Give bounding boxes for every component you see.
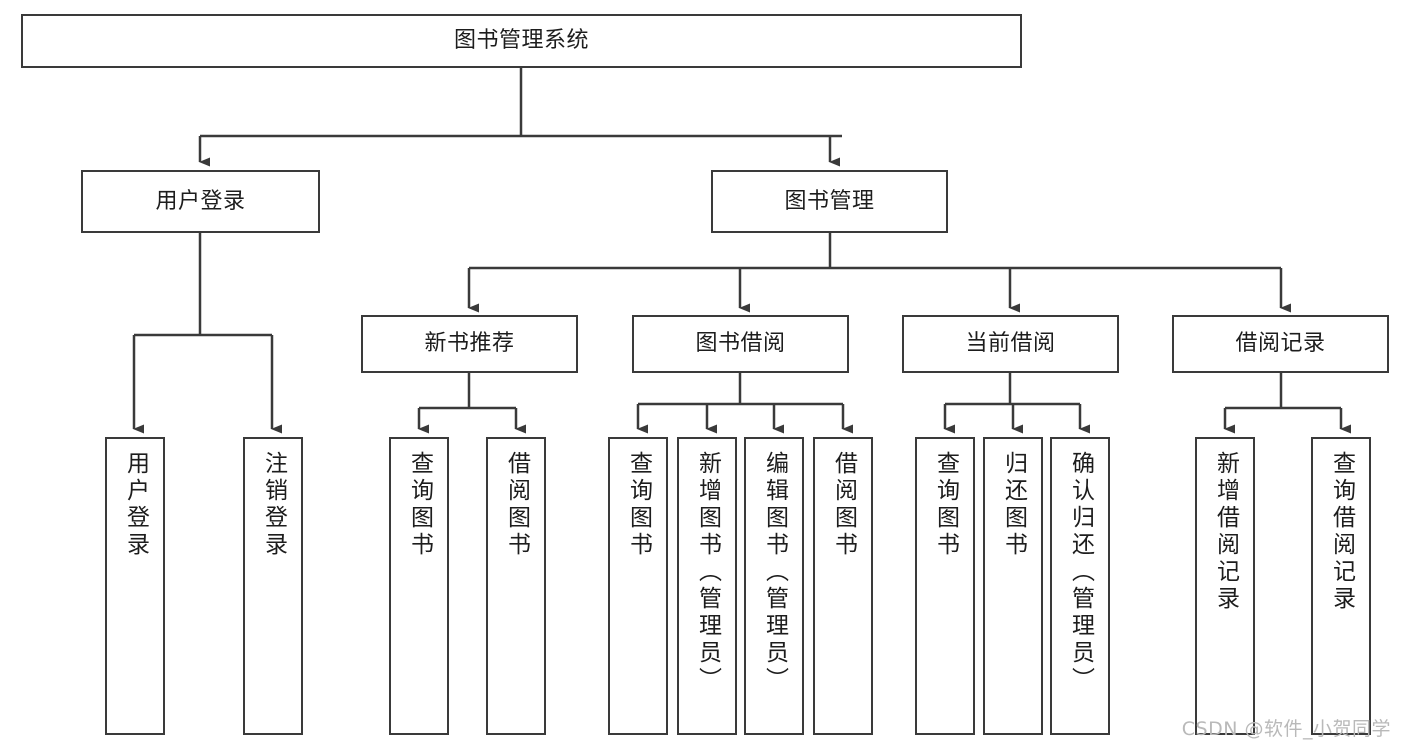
node-leaf-return-book[interactable]: 归还图书 (983, 437, 1043, 735)
node-user-login-label: 用户登录 (155, 188, 246, 214)
node-leaf-borrow-book[interactable]: 借阅图书 (813, 437, 873, 735)
node-user-login[interactable]: 用户登录 (81, 170, 320, 233)
node-leaf-label: 确认归还（管理员） (1067, 451, 1094, 694)
node-leaf-label: 注销登录 (260, 451, 287, 559)
node-leaf-logout[interactable]: 注销登录 (243, 437, 303, 735)
node-leaf-query-book-new[interactable]: 查询图书 (389, 437, 449, 735)
node-leaf-query-book-borrow[interactable]: 查询图书 (608, 437, 668, 735)
node-leaf-label: 查询借阅记录 (1328, 451, 1355, 613)
node-leaf-query-book-current[interactable]: 查询图书 (915, 437, 975, 735)
node-borrow-records[interactable]: 借阅记录 (1172, 315, 1389, 373)
node-borrow-records-label: 借阅记录 (1235, 331, 1326, 357)
node-leaf-label: 归还图书 (1000, 451, 1027, 559)
node-root-label: 图书管理系统 (453, 28, 589, 54)
node-leaf-label: 借阅图书 (830, 451, 857, 559)
node-leaf-label: 查询图书 (932, 451, 959, 559)
node-book-management-label: 图书管理 (784, 188, 875, 214)
node-leaf-label: 用户登录 (122, 451, 149, 559)
node-leaf-label: 新增图书（管理员） (694, 451, 721, 694)
node-leaf-label: 查询图书 (625, 451, 652, 559)
node-leaf-label: 新增借阅记录 (1212, 451, 1239, 613)
node-leaf-query-borrow-record[interactable]: 查询借阅记录 (1311, 437, 1371, 735)
node-root-system[interactable]: 图书管理系统 (21, 14, 1022, 68)
node-leaf-label: 编辑图书（管理员） (761, 451, 788, 694)
node-leaf-confirm-return-admin[interactable]: 确认归还（管理员） (1050, 437, 1110, 735)
node-book-borrow-label: 图书借阅 (695, 331, 786, 357)
node-leaf-label: 查询图书 (406, 451, 433, 559)
node-leaf-add-borrow-record[interactable]: 新增借阅记录 (1195, 437, 1255, 735)
node-leaf-edit-book-admin[interactable]: 编辑图书（管理员） (744, 437, 804, 735)
node-leaf-user-login[interactable]: 用户登录 (105, 437, 165, 735)
node-new-book-recommend[interactable]: 新书推荐 (361, 315, 578, 373)
node-book-borrow[interactable]: 图书借阅 (632, 315, 849, 373)
node-leaf-borrow-book-new[interactable]: 借阅图书 (486, 437, 546, 735)
node-book-management[interactable]: 图书管理 (711, 170, 948, 233)
node-leaf-add-book-admin[interactable]: 新增图书（管理员） (677, 437, 737, 735)
node-current-borrow[interactable]: 当前借阅 (902, 315, 1119, 373)
node-leaf-label: 借阅图书 (503, 451, 530, 559)
node-current-borrow-label: 当前借阅 (965, 331, 1056, 357)
node-new-book-recommend-label: 新书推荐 (424, 331, 515, 357)
